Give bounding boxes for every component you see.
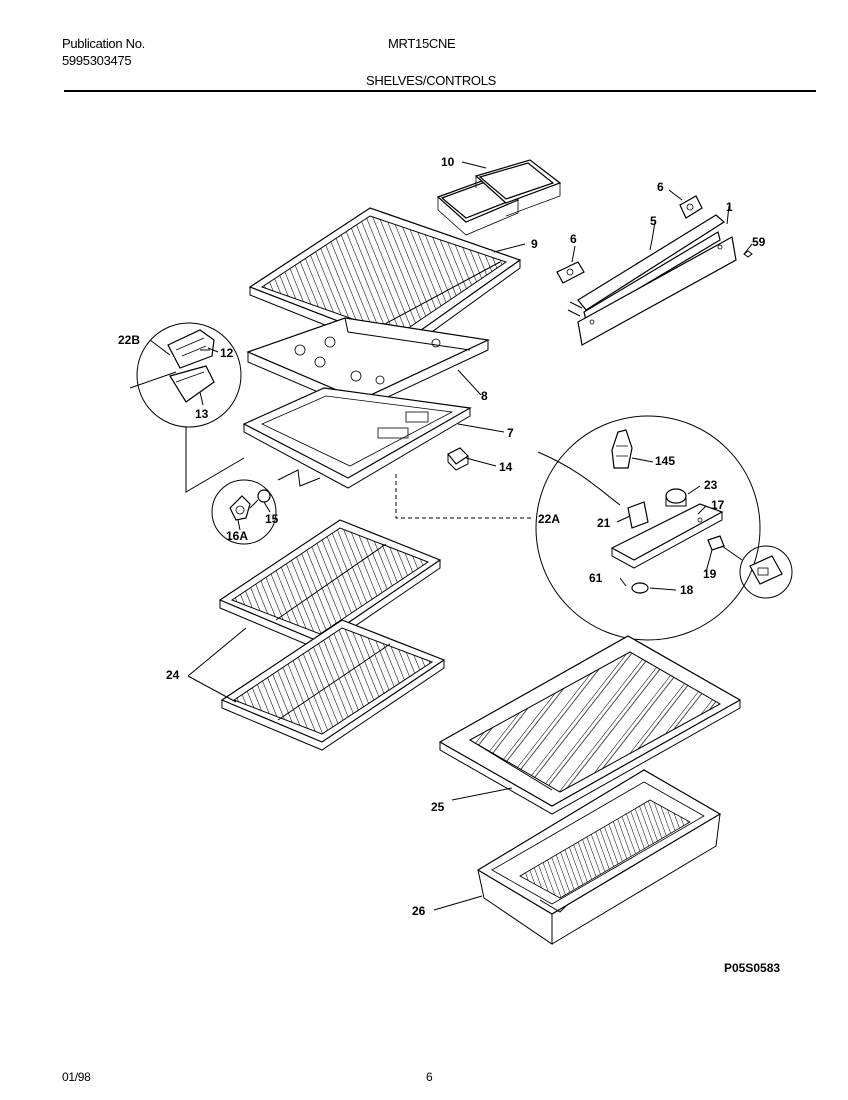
leader-lines bbox=[149, 161, 753, 911]
wire-shelf-lower bbox=[220, 619, 446, 751]
footer-date: 01/98 bbox=[62, 1070, 91, 1084]
part-label-59: 59 bbox=[752, 235, 766, 249]
header-rule bbox=[64, 90, 816, 92]
clip-lower bbox=[556, 261, 585, 284]
clip-upper bbox=[679, 195, 703, 219]
part-label-17: 17 bbox=[711, 498, 725, 512]
leader-damper-to-tray bbox=[185, 427, 245, 493]
part-label-7: 7 bbox=[507, 426, 514, 440]
model-number: MRT15CNE bbox=[388, 36, 456, 51]
part-label-14: 14 bbox=[499, 460, 513, 474]
part-label-15: 15 bbox=[265, 512, 279, 526]
publication-label: Publication No. bbox=[62, 36, 145, 51]
leader-light-to-tray bbox=[277, 469, 321, 487]
part-label-16a: 16A bbox=[226, 529, 248, 543]
part-label-12: 12 bbox=[220, 346, 234, 360]
section-title: SHELVES/CONTROLS bbox=[366, 73, 497, 88]
part-label-61: 61 bbox=[589, 571, 603, 585]
part-label-10: 10 bbox=[441, 155, 455, 169]
part-label-18: 18 bbox=[680, 583, 694, 597]
crisper-drawer bbox=[476, 769, 722, 945]
detail-circle-damper bbox=[129, 322, 242, 428]
footer-page-number: 6 bbox=[426, 1070, 433, 1084]
part-label-24: 24 bbox=[166, 668, 180, 682]
part-label-6-lower: 6 bbox=[570, 232, 577, 246]
detail-circle-light bbox=[211, 479, 277, 545]
part-label-23: 23 bbox=[704, 478, 718, 492]
switch-inset bbox=[721, 545, 793, 599]
part-label-9: 9 bbox=[531, 237, 538, 251]
leader-tray-to-control bbox=[395, 474, 534, 519]
publication-number: 5995303475 bbox=[62, 53, 132, 68]
part-label-26: 26 bbox=[412, 904, 426, 918]
crisper-cover bbox=[438, 635, 742, 815]
part-label-22a: 22A bbox=[538, 512, 560, 526]
part-label-6-upper: 6 bbox=[657, 180, 664, 194]
part-label-8: 8 bbox=[481, 389, 488, 403]
damper-knob bbox=[447, 447, 469, 471]
part-label-13: 13 bbox=[195, 407, 209, 421]
control-bracket bbox=[567, 214, 737, 346]
part-label-22b: 22B bbox=[118, 333, 140, 347]
part-label-21: 21 bbox=[597, 516, 611, 530]
ice-trays bbox=[436, 159, 562, 236]
part-label-25: 25 bbox=[431, 800, 445, 814]
detail-circle-controls bbox=[535, 415, 761, 641]
diagram-code: P05S0583 bbox=[724, 961, 780, 975]
part-label-1: 1 bbox=[726, 200, 733, 214]
part-label-145: 145 bbox=[655, 454, 675, 468]
part-label-5: 5 bbox=[650, 214, 657, 228]
control-tray bbox=[242, 387, 472, 489]
screw-59 bbox=[743, 250, 753, 258]
part-label-19: 19 bbox=[703, 567, 717, 581]
